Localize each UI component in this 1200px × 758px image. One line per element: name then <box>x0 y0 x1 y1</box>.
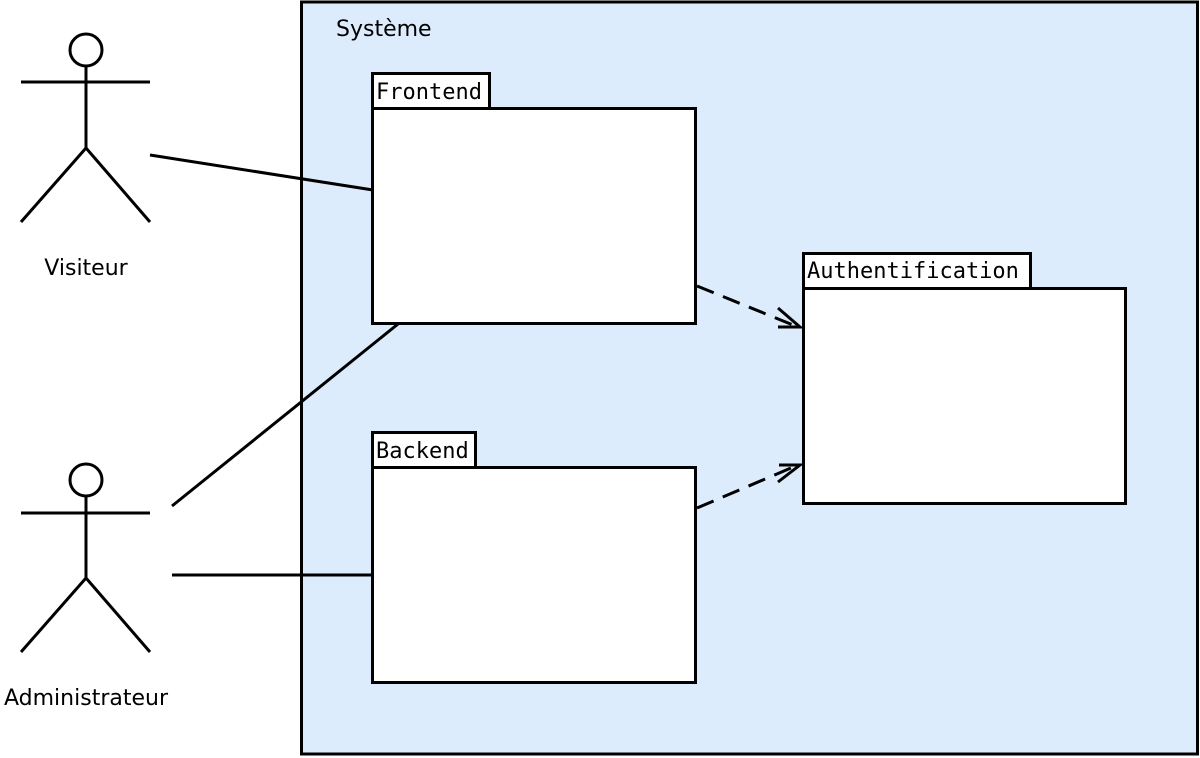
package-authentification-body <box>802 287 1127 505</box>
package-authentification-tab <box>802 252 1032 290</box>
package-frontend-tab <box>371 72 491 110</box>
actor-administrateur-label: Administrateur <box>4 686 169 711</box>
actor-visiteur-label: Visiteur <box>44 256 128 281</box>
package-authentification-label: Authentification <box>807 259 1019 284</box>
stick-figure-icon <box>19 32 152 223</box>
associations <box>149 153 399 577</box>
package-frontend-label: Frontend <box>376 80 482 105</box>
package-backend[interactable]: Backend <box>371 431 697 684</box>
stick-figure-icon <box>19 462 152 653</box>
package-backend-body <box>371 466 697 684</box>
package-authentification[interactable]: Authentification <box>802 252 1127 505</box>
system-label: Système <box>336 17 432 42</box>
dependency-frontend-authentification <box>696 284 799 329</box>
dependency-arrowhead-frontend <box>777 306 805 329</box>
association-administrateur-frontend <box>171 322 399 508</box>
actor-visiteur[interactable]: Visiteur <box>19 32 152 281</box>
package-frontend-body <box>371 107 697 325</box>
dependency-arrowhead-backend <box>777 463 805 484</box>
package-frontend[interactable]: Frontend <box>371 72 697 325</box>
dependencies <box>696 284 805 510</box>
association-visiteur-frontend <box>149 153 374 192</box>
actor-administrateur[interactable]: Administrateur <box>4 462 169 711</box>
dependency-backend-authentification <box>696 463 799 510</box>
package-backend-label: Backend <box>376 439 469 464</box>
